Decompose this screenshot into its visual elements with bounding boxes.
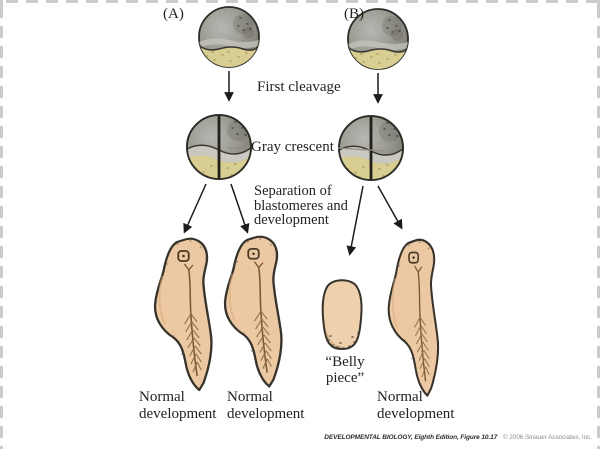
- figure-credit: DEVELOPMENTAL BIOLOGY, Eighth Edition, F…: [300, 433, 592, 442]
- separation-label: Separation of blastomeres and developmen…: [254, 183, 348, 228]
- first-cleavage-label: First cleavage: [257, 79, 341, 95]
- gray-crescent-pointer-b: [337, 147, 385, 152]
- normal-development-label-a2: Normal development: [227, 389, 305, 422]
- arrow-a-separation-right: [230, 183, 250, 234]
- two-cell-a: [186, 114, 252, 180]
- panel-b-label: (B): [344, 6, 364, 22]
- arrow-b-separation-left: [346, 185, 364, 256]
- normal-development-label-a1: Normal development: [139, 389, 217, 422]
- embryo-b: [387, 238, 440, 397]
- two-cell-b: [338, 115, 404, 181]
- panel-a-label: (A): [163, 6, 184, 22]
- dashed-border-left: [0, 0, 3, 449]
- egg-b-uncleaved: [347, 8, 409, 70]
- belly-piece-blob: [321, 279, 363, 350]
- dashed-border-top: [0, 0, 600, 3]
- arrow-b-separation-right: [377, 185, 403, 230]
- gray-crescent-label: Gray crescent: [251, 139, 334, 155]
- egg-a-uncleaved: [198, 6, 260, 68]
- credit-source-text: DEVELOPMENTAL BIOLOGY, Eighth Edition, F…: [324, 434, 498, 441]
- dashed-border-right: [597, 0, 600, 449]
- belly-piece-label: “Belly piece”: [325, 354, 365, 386]
- credit-copyright-text: © 2006 Sinauer Associates, Inc.: [502, 434, 592, 441]
- embryo-a2: [223, 235, 283, 388]
- embryo-a1: [153, 237, 213, 392]
- gray-crescent-pointer-a: [227, 146, 251, 149]
- normal-development-label-b: Normal development: [377, 389, 455, 422]
- arrow-a-separation-left: [183, 183, 207, 234]
